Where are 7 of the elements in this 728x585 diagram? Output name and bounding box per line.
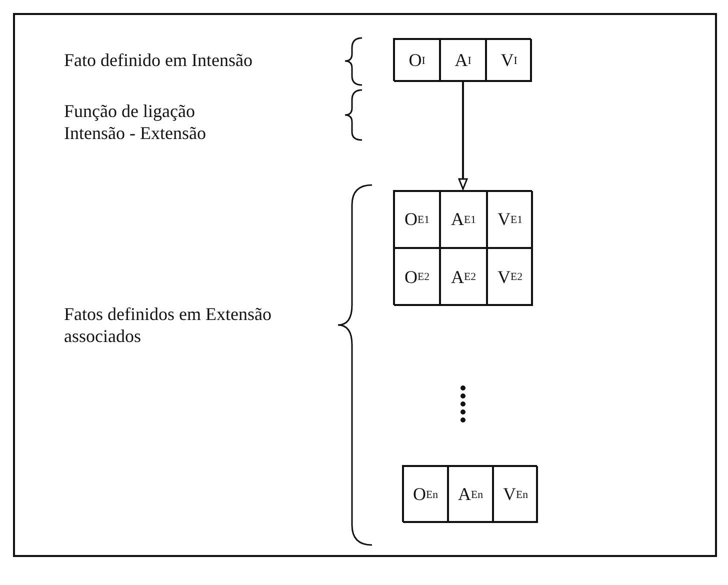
description-text: Função de ligação Intensão - Extensão xyxy=(64,100,207,144)
table-row xyxy=(402,465,537,522)
description-text: Fato definido em Intensão xyxy=(64,49,254,71)
description-text: Fatos definidos em Extensão associados xyxy=(64,303,272,347)
arrow xyxy=(458,81,468,190)
table xyxy=(393,190,532,305)
table-row xyxy=(393,38,531,81)
